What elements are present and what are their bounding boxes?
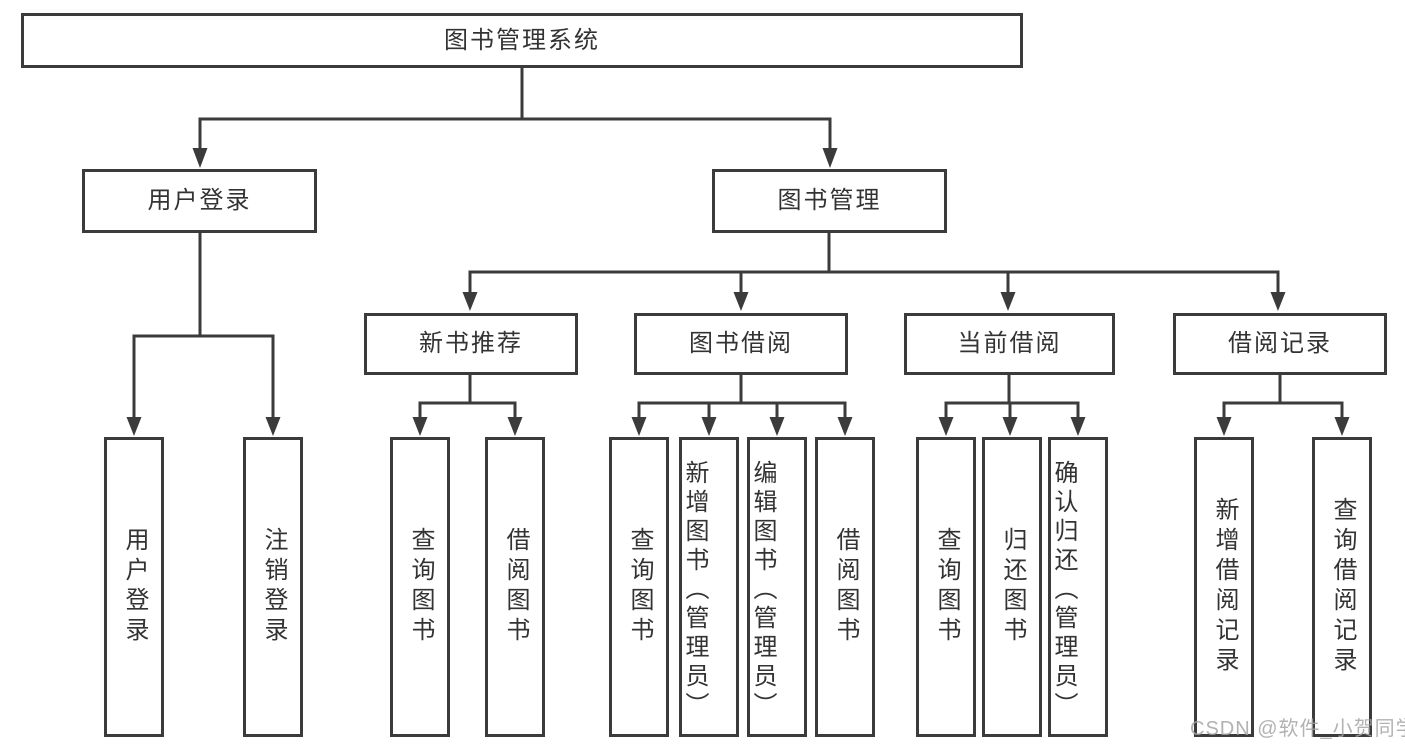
leaf-label: 查询图书 [933,527,960,647]
arrowhead [837,417,853,436]
leaf-label: 新增借阅记录 [1211,497,1238,677]
leaf-label: 查询借阅记录 [1329,497,1356,677]
arrowhead [1334,417,1350,436]
node-root: 图书管理系统 [21,13,1023,68]
arrowhead [1002,417,1018,436]
leaf-query-books-borrow: 查询图书 [609,437,669,737]
node-user-login: 用户登录 [82,169,317,233]
arrowhead [462,292,478,311]
arrowhead [701,417,717,436]
connector-current-borrow [944,375,1080,419]
connector-book-borrow [637,375,847,419]
leaf-label: 编辑图书（管理员） [749,460,776,721]
arrowhead [769,417,785,436]
leaf-add-borrow-record: 新增借阅记录 [1194,437,1254,737]
leaf-return-books: 归还图书 [982,437,1042,737]
connector-root [198,68,832,150]
leaf-confirm-return-admin: 确认归还（管理员） [1048,437,1108,737]
arrowhead [1070,417,1086,436]
arrowhead [1000,292,1016,311]
leaf-user-login: 用户登录 [104,437,164,737]
leaf-add-book-admin: 新增图书（管理员） [679,437,739,737]
leaf-query-borrow-record: 查询借阅记录 [1312,437,1372,737]
arrowhead [126,417,142,436]
arrowhead [192,148,208,168]
node-borrow-records: 借阅记录 [1173,313,1387,375]
connector-book-management [468,233,1280,294]
node-current-borrow: 当前借阅 [904,313,1115,375]
connector-borrow-records [1222,375,1344,419]
node-book-borrow: 图书借阅 [634,313,848,375]
leaf-label: 确认归还（管理员） [1050,460,1077,721]
leaf-label: 新增图书（管理员） [681,460,708,721]
arrowhead [733,292,749,311]
leaf-query-books-current: 查询图书 [916,437,976,737]
arrowhead [938,417,954,436]
leaf-borrow-books: 借阅图书 [815,437,875,737]
arrowhead [265,417,281,436]
arrowhead [1270,292,1286,311]
connector-new-book-recommend [418,375,517,419]
leaf-label: 借阅图书 [502,527,529,647]
arrowhead [1216,417,1232,436]
leaf-label: 查询图书 [407,527,434,647]
leaf-logout-login: 注销登录 [243,437,303,737]
leaf-query-books-recommend: 查询图书 [390,437,450,737]
arrowhead [631,417,647,436]
csdn-watermark: CSDN @软件_小贺同学 [1190,718,1405,740]
connector-user-login [132,233,275,419]
leaf-label: 借阅图书 [832,527,859,647]
leaf-edit-book-admin: 编辑图书（管理员） [747,437,807,737]
leaf-label: 查询图书 [626,527,653,647]
arrowhead [822,148,838,168]
node-book-management: 图书管理 [712,169,947,233]
leaf-borrow-books-recommend: 借阅图书 [485,437,545,737]
leaf-label: 注销登录 [260,527,287,647]
arrowhead [507,417,523,436]
leaf-label: 归还图书 [999,527,1026,647]
node-new-book-recommend: 新书推荐 [364,313,578,375]
arrowhead [412,417,428,436]
leaf-label: 用户登录 [121,527,148,647]
